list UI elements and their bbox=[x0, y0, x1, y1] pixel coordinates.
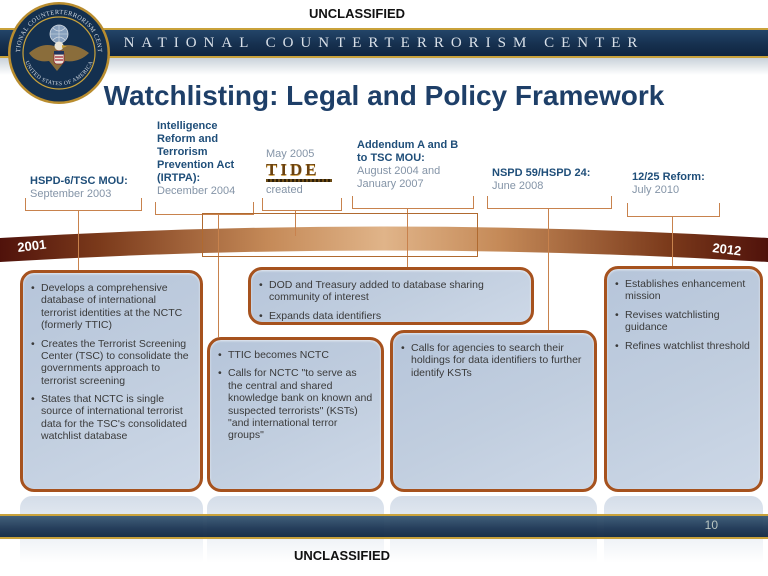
banner-shadow-strip bbox=[0, 58, 768, 75]
callout-hspd6: Develops a comprehensive database of int… bbox=[20, 270, 203, 492]
milestone-nspd-date: June 2008 bbox=[492, 179, 544, 192]
milestone-addendum-label: Addendum A and B to TSC MOU: bbox=[357, 139, 459, 164]
bullet: Expands data identifiers bbox=[258, 310, 524, 323]
connector-1225 bbox=[672, 216, 673, 266]
callout-irtpa-list: TTIC becomes NCTC Calls for NCTC "to ser… bbox=[217, 349, 374, 442]
milestone-nspd-label: NSPD 59/HSPD 24: bbox=[492, 167, 591, 179]
callout-nspd: Calls for agencies to search their holdi… bbox=[390, 330, 597, 492]
banner-title: NATIONAL COUNTERTERRORISM CENTER bbox=[123, 34, 645, 51]
bullet: Creates the Terrorist Screening Center (… bbox=[30, 338, 193, 388]
bullet: Calls for agencies to search their holdi… bbox=[400, 342, 587, 379]
timeline-start-year: 2001 bbox=[17, 237, 48, 255]
bullet: Refines watchlist threshold bbox=[614, 340, 753, 353]
connector-irtpa bbox=[218, 214, 219, 337]
callout-hspd6-list: Develops a comprehensive database of int… bbox=[30, 282, 193, 443]
milestone-irtpa-label: Intelligence Reform and Terrorism Preven… bbox=[157, 120, 235, 184]
milestone-nspd: NSPD 59/HSPD 24: June 2008 bbox=[492, 167, 612, 193]
milestone-hspd6: HSPD-6/TSC MOU: September 2003 bbox=[30, 175, 142, 201]
callout-1225-list: Establishes enhancement mission Revises … bbox=[614, 278, 753, 352]
milestone-addendum: Addendum A and B to TSC MOU: August 2004… bbox=[357, 139, 471, 191]
footer-bar bbox=[0, 514, 768, 539]
bracket-addendum bbox=[352, 196, 474, 209]
bullet: Revises watchlisting guidance bbox=[614, 309, 753, 334]
bracket-irtpa bbox=[155, 202, 254, 215]
bracket-1225 bbox=[627, 203, 720, 217]
callout-irtpa: TTIC becomes NCTC Calls for NCTC "to ser… bbox=[207, 337, 384, 492]
classification-banner-top: UNCLASSIFIED bbox=[308, 6, 406, 21]
milestone-irtpa: Intelligence Reform and Terrorism Preven… bbox=[157, 120, 254, 198]
milestone-irtpa-date: December 2004 bbox=[157, 184, 236, 197]
milestone-tide-created: created bbox=[266, 183, 303, 196]
callout-addendum-list: DOD and Treasury added to database shari… bbox=[258, 279, 524, 323]
milestone-1225: 12/25 Reform: July 2010 bbox=[632, 171, 727, 197]
bullet: States that NCTC is single source of int… bbox=[30, 393, 193, 443]
connector-nspd bbox=[548, 208, 549, 330]
bullet: Develops a comprehensive database of int… bbox=[30, 282, 193, 332]
bullet: Calls for NCTC "to serve as the central … bbox=[217, 367, 374, 441]
callout-1225: Establishes enhancement mission Revises … bbox=[604, 266, 763, 492]
milestone-hspd6-label: HSPD-6/TSC MOU: bbox=[30, 175, 128, 187]
page-number: 10 bbox=[704, 518, 718, 532]
bracket-tide bbox=[262, 198, 342, 211]
callout-nspd-list: Calls for agencies to search their holdi… bbox=[400, 342, 587, 379]
tide-logo-caption-bar bbox=[266, 178, 332, 182]
page-title: Watchlisting: Legal and Policy Framework bbox=[103, 80, 665, 111]
tide-logo: TIDE bbox=[266, 159, 320, 179]
bullet: Establishes enhancement mission bbox=[614, 278, 753, 303]
timeline-arc: 2001 2012 bbox=[0, 226, 768, 262]
milestone-tide: May 2005 TIDE created bbox=[266, 148, 344, 197]
connector-hspd6 bbox=[78, 210, 79, 270]
connector-tide bbox=[295, 210, 296, 236]
classification-banner-bottom: UNCLASSIFIED bbox=[293, 548, 391, 563]
bracket-nspd bbox=[487, 196, 612, 209]
nctc-banner: NATIONAL COUNTERTERRORISM CENTER bbox=[0, 28, 768, 58]
bullet: DOD and Treasury added to database shari… bbox=[258, 279, 524, 304]
bullet: TTIC becomes NCTC bbox=[217, 349, 374, 362]
bracket-hspd6 bbox=[25, 198, 142, 211]
timeline-group-rect bbox=[202, 213, 478, 257]
nctc-seal-icon: NATIONAL COUNTERTERRORISM CENTER UNITED … bbox=[7, 1, 110, 104]
milestone-tide-date: May 2005 bbox=[266, 148, 315, 160]
timeline-end-year: 2012 bbox=[712, 240, 743, 258]
milestone-1225-date: July 2010 bbox=[632, 183, 680, 196]
milestone-addendum-date: August 2004 and January 2007 bbox=[357, 164, 441, 190]
milestone-hspd6-date: September 2003 bbox=[30, 187, 112, 200]
connector-addendum bbox=[407, 208, 408, 268]
milestone-1225-label: 12/25 Reform: bbox=[632, 171, 705, 183]
callout-addendum: DOD and Treasury added to database shari… bbox=[248, 267, 534, 325]
